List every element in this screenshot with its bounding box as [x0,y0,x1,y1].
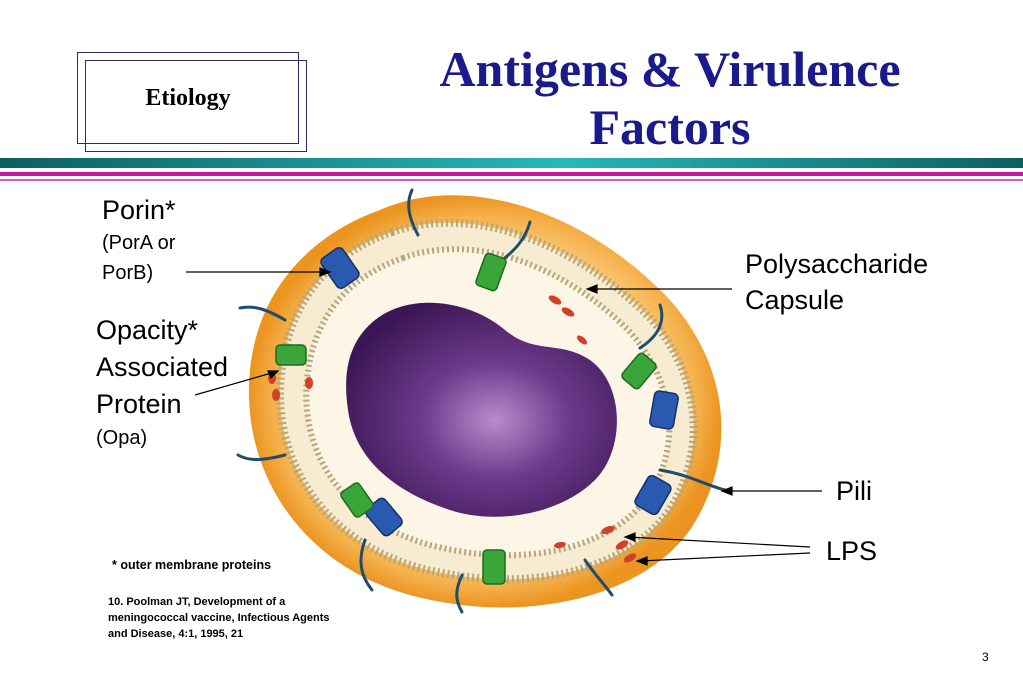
section-label: Etiology [145,84,231,111]
label-lps: LPS [826,536,878,566]
etiology-box-shadow [85,60,307,152]
page-number: 3 [982,650,989,664]
label-opacity-2: Associated [96,352,229,382]
label-porin-detail-2: PorB) [102,262,154,284]
stripe-magenta [0,172,1023,176]
nucleoid [346,302,617,517]
label-porin: Porin* [102,195,176,225]
footnote: * outer membrane proteins [112,558,272,572]
label-opacity-1: Opacity* [96,315,199,345]
label-porin-detail-1: (PorA or [102,232,176,254]
lps-molecules [268,295,637,563]
slide-title: Antigens & Virulence Factors [439,41,901,155]
porin-proteins [320,247,679,537]
label-capsule-1: Polysaccharide [745,249,929,279]
stripe-teal [0,158,1023,168]
label-opacity-4: (Opa) [96,427,148,449]
stripe-magenta-thin [0,179,1023,181]
opa-proteins [275,252,657,585]
label-capsule-2: Capsule [745,285,845,315]
label-pili: Pili [836,476,873,506]
stripe-white [0,168,1023,172]
label-opacity-3: Protein [96,389,182,419]
reference: 10. Poolman JT, Development of a meningo… [108,596,330,640]
pointer-lines [186,267,822,566]
etiology-box [77,52,299,144]
